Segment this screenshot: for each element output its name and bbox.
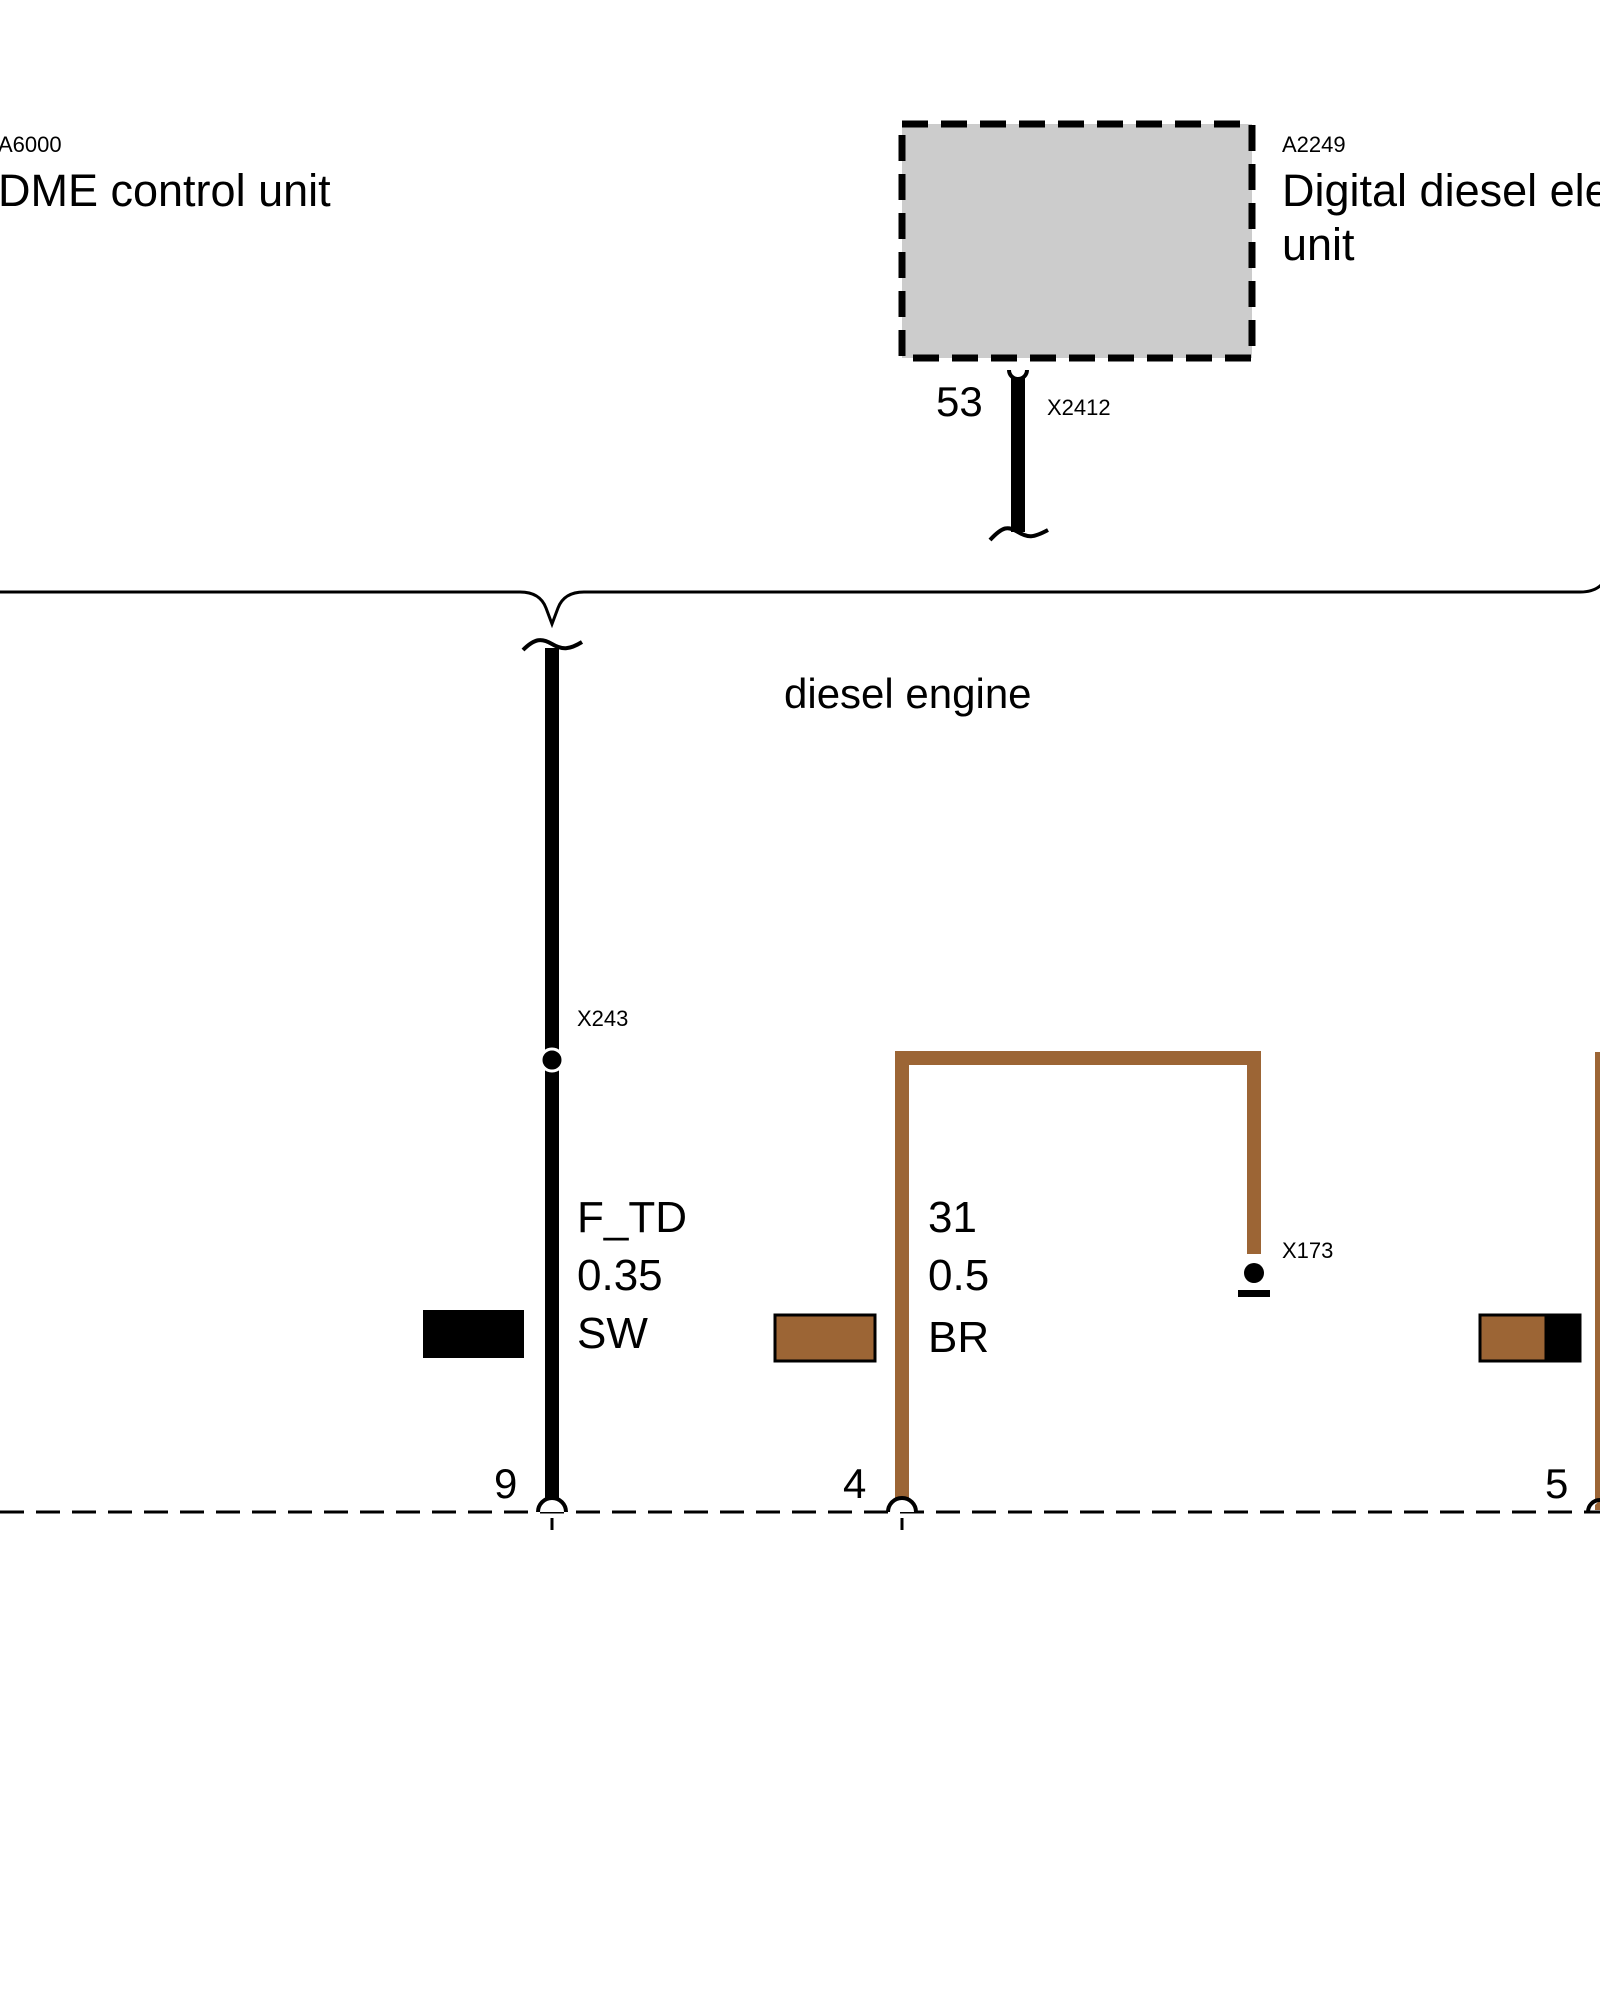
ground-wire-31[interactable] xyxy=(895,1051,1261,1510)
dde-wire-break xyxy=(988,526,1049,542)
wire-color-swatch-brown-black-black xyxy=(1544,1313,1582,1363)
dde-component-box[interactable] xyxy=(898,120,1256,362)
pin-socket-5 xyxy=(1586,1498,1600,1513)
pin-number-5: 5 xyxy=(1545,1460,1568,1507)
f-td-wire-break xyxy=(521,638,584,652)
ground-x173-label: X173 xyxy=(1282,1238,1333,1263)
wire-color-31: BR xyxy=(928,1313,989,1362)
wire-color-swatch-brown-black-brown xyxy=(1478,1313,1548,1363)
ground-x173-bar xyxy=(1238,1290,1270,1297)
variant-bracket xyxy=(0,583,1600,629)
pin-number-4: 4 xyxy=(843,1460,866,1507)
dde-connector-label: X2412 xyxy=(1047,395,1111,420)
wire-color-swatch-black xyxy=(423,1310,524,1358)
ground-x173-dot xyxy=(1244,1263,1264,1283)
dde-pin-number: 53 xyxy=(936,378,983,425)
wire-signal-31: 31 xyxy=(928,1193,977,1242)
splice-x243-label: X243 xyxy=(577,1006,628,1031)
dde-name-label-line2: unit xyxy=(1282,219,1355,270)
splice-x243[interactable] xyxy=(539,1047,565,1073)
dde-pin-socket xyxy=(1007,369,1029,381)
variant-group-label: diesel engine xyxy=(784,670,1032,717)
dme-name-label: DME control unit xyxy=(0,165,331,216)
dme-code-label: A6000 xyxy=(0,132,62,157)
pin-number-9: 9 xyxy=(494,1460,517,1507)
pin-socket-9 xyxy=(536,1496,568,1513)
wire-color-swatch-brown xyxy=(773,1313,877,1363)
wire-gauge-f-td: 0.35 xyxy=(577,1251,663,1300)
pin-socket-4 xyxy=(886,1496,918,1513)
wire-color-f-td: SW xyxy=(577,1309,648,1358)
wire-gauge-31: 0.5 xyxy=(928,1251,989,1300)
dde-code-label: A2249 xyxy=(1282,132,1346,157)
dde-name-label-line1: Digital diesel ele xyxy=(1282,165,1600,216)
wire-signal-f-td: F_TD xyxy=(577,1193,687,1242)
